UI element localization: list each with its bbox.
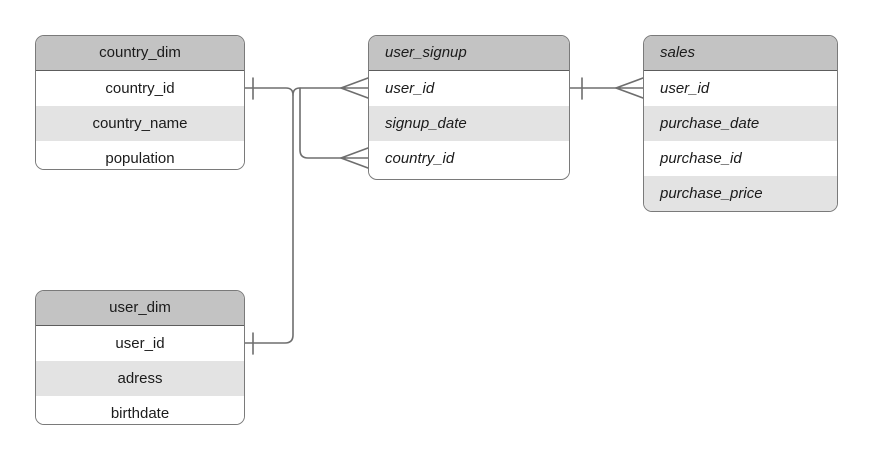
field-country-dim-population[interactable]: population [36,141,244,169]
entity-country-dim[interactable]: country_dim country_id country_name popu… [35,35,245,170]
field-sales-purchase-id[interactable]: purchase_id [644,141,837,176]
field-user-dim-user-id[interactable]: user_id [36,326,244,361]
entity-title-user-signup: user_signup [369,36,569,71]
edge-country-dim-to-user-signup [244,87,342,96]
field-user-signup-country-id[interactable]: country_id [369,141,569,176]
edge-branch-to-country-id [299,87,342,159]
crowfoot-user-signup-user-id [340,77,369,99]
crowfoot-user-signup-country-id [340,147,369,169]
entity-title-user-dim: user_dim [36,291,244,326]
entity-title-country-dim: country_dim [36,36,244,71]
field-user-signup-user-id[interactable]: user_id [369,71,569,106]
field-user-signup-signup-date[interactable]: signup_date [369,106,569,141]
entity-sales[interactable]: sales user_id purchase_date purchase_id … [643,35,838,212]
field-country-dim-country-id[interactable]: country_id [36,71,244,106]
crowfoot-sales-user-id [615,77,644,99]
field-sales-user-id[interactable]: user_id [644,71,837,106]
entity-title-sales: sales [644,36,837,71]
field-sales-purchase-date[interactable]: purchase_date [644,106,837,141]
field-user-dim-birthdate[interactable]: birthdate [36,396,244,424]
edge-user-dim-to-trunk [244,94,294,344]
field-sales-purchase-price[interactable]: purchase_price [644,176,837,211]
entity-user-dim[interactable]: user_dim user_id adress birthdate [35,290,245,425]
field-user-dim-adress[interactable]: adress [36,361,244,396]
field-country-dim-country-name[interactable]: country_name [36,106,244,141]
entity-user-signup[interactable]: user_signup user_id signup_date country_… [368,35,570,180]
